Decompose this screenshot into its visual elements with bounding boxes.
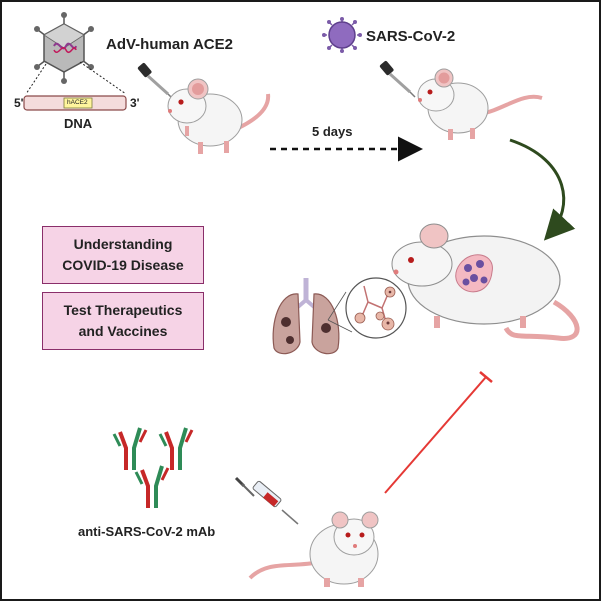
dna-label: DNA — [64, 116, 93, 131]
understanding-line1: Understanding — [73, 236, 173, 252]
alveoli-zoom-icon — [345, 277, 407, 339]
mouse-icon — [248, 511, 379, 587]
zoom-line — [327, 291, 347, 321]
lungs-icon — [272, 278, 340, 355]
inhibition-line — [384, 371, 493, 494]
zoom-line — [327, 319, 353, 333]
hace2-gene-label: hACE2 — [67, 99, 88, 106]
therapeutics-line1: Test Therapeutics — [63, 302, 183, 318]
dropper-icon — [137, 63, 174, 100]
dropper-icon — [379, 61, 416, 98]
sars-cov-2-label: SARS-CoV-2 — [366, 28, 456, 45]
mouse-icon — [417, 68, 543, 140]
understanding-covid-box: Understanding COVID-19 Disease — [42, 226, 204, 284]
three-prime-label: 3' — [130, 96, 140, 110]
hace2-gene-segment — [63, 97, 93, 109]
zoom-line-right — [79, 61, 127, 95]
syringe-icon — [234, 476, 299, 525]
anti-sars-cov-2-mab-label: anti-SARS-CoV-2 mAb — [78, 524, 216, 539]
sars-cov-2-virus-icon — [322, 17, 362, 53]
progression-arrow — [509, 138, 576, 241]
therapeutics-line2: and Vaccines — [78, 323, 168, 339]
adv-human-ace2-label: AdV-human ACE2 — [106, 36, 233, 53]
understanding-line2: COVID-19 Disease — [62, 257, 184, 273]
mouse-icon — [167, 78, 271, 154]
antibody-icon — [158, 427, 194, 470]
five-prime-label: 5' — [14, 96, 24, 110]
infected-mouse-icon — [391, 223, 580, 341]
adenovirus-icon — [34, 12, 94, 84]
test-therapeutics-box: Test Therapeutics and Vaccines — [42, 292, 204, 350]
antibody-icon — [134, 465, 170, 508]
five-days-label: 5 days — [312, 124, 353, 139]
antibody-icon — [112, 427, 148, 470]
